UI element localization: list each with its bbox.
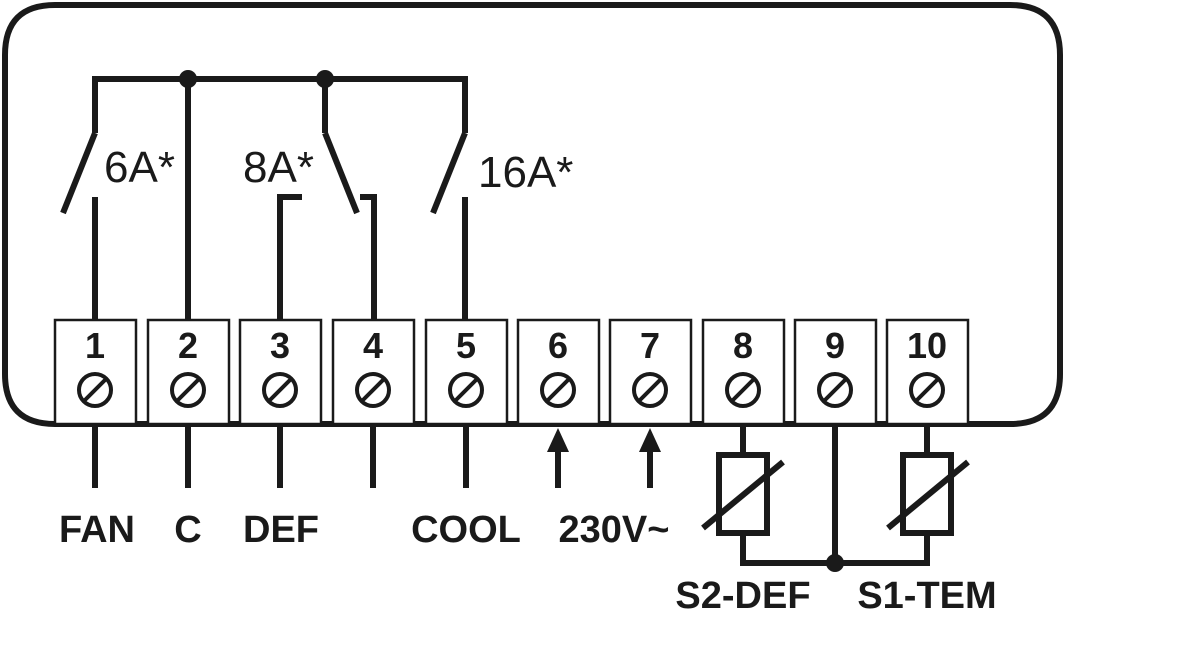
terminal-number: 10: [907, 325, 947, 366]
terminal-9: 9: [793, 318, 878, 426]
label-probe-s2: S2-DEF: [675, 575, 810, 617]
terminal-number: 5: [456, 325, 476, 366]
terminal-number: 9: [825, 325, 845, 366]
relay-contact-blade: [430, 131, 468, 215]
probe-junction-dot: [826, 554, 844, 572]
terminal-number: 6: [548, 325, 568, 366]
terminal-number: 3: [270, 325, 290, 366]
bus-junction-dot: [316, 70, 334, 88]
relay-rating: 8A*: [243, 143, 314, 192]
probe-s2-thermistor: [701, 424, 785, 563]
relay-contact-blade: [60, 131, 98, 215]
relay-fan: 6A*: [60, 131, 175, 320]
label-power: 230V~: [559, 509, 670, 551]
terminal-number: 2: [178, 325, 198, 366]
label-def: DEF: [243, 509, 319, 551]
label-common: C: [174, 509, 201, 551]
label-probe-s1: S1-TEM: [857, 575, 996, 617]
probe-s1-thermistor: [886, 424, 970, 563]
terminal-number: 7: [640, 325, 660, 366]
terminal-1: 1: [53, 318, 138, 426]
terminal-6: 6: [516, 318, 601, 426]
external-leads: [92, 424, 469, 488]
terminal-8: 8: [701, 318, 786, 426]
terminal-number: 8: [733, 325, 753, 366]
relay-rating: 16A*: [478, 148, 573, 197]
terminal-4: 4: [331, 318, 416, 426]
terminal-7: 7: [608, 318, 693, 426]
label-cool: COOL: [411, 509, 521, 551]
bus-junction-dot: [179, 70, 197, 88]
thermistor-slash: [701, 459, 785, 531]
terminal-5: 5: [424, 318, 509, 426]
terminal-labels: FAN C DEF COOL 230V~ S2-DEF S1-TEM: [59, 509, 997, 617]
probe-common: [740, 424, 930, 572]
label-fan: FAN: [59, 509, 135, 551]
relay-defrost: 8A*: [243, 131, 377, 320]
terminal-number: 4: [363, 325, 383, 366]
controller-housing: [2, 2, 1063, 427]
terminal-block: 1 2 3 4 5 6: [53, 318, 970, 426]
arrow-up-icon: [547, 428, 569, 452]
terminal-10: 10: [885, 318, 970, 426]
relay-contact-blade: [322, 131, 360, 215]
power-input: [547, 428, 661, 488]
thermistor-slash: [886, 459, 970, 531]
terminal-number: 1: [85, 325, 105, 366]
arrow-up-icon: [639, 428, 661, 452]
relay-cool: 16A*: [430, 131, 573, 320]
terminal-3: 3: [238, 318, 323, 426]
relay-rating: 6A*: [104, 143, 175, 192]
terminal-2: 2: [146, 318, 231, 426]
common-bus: [92, 70, 468, 320]
